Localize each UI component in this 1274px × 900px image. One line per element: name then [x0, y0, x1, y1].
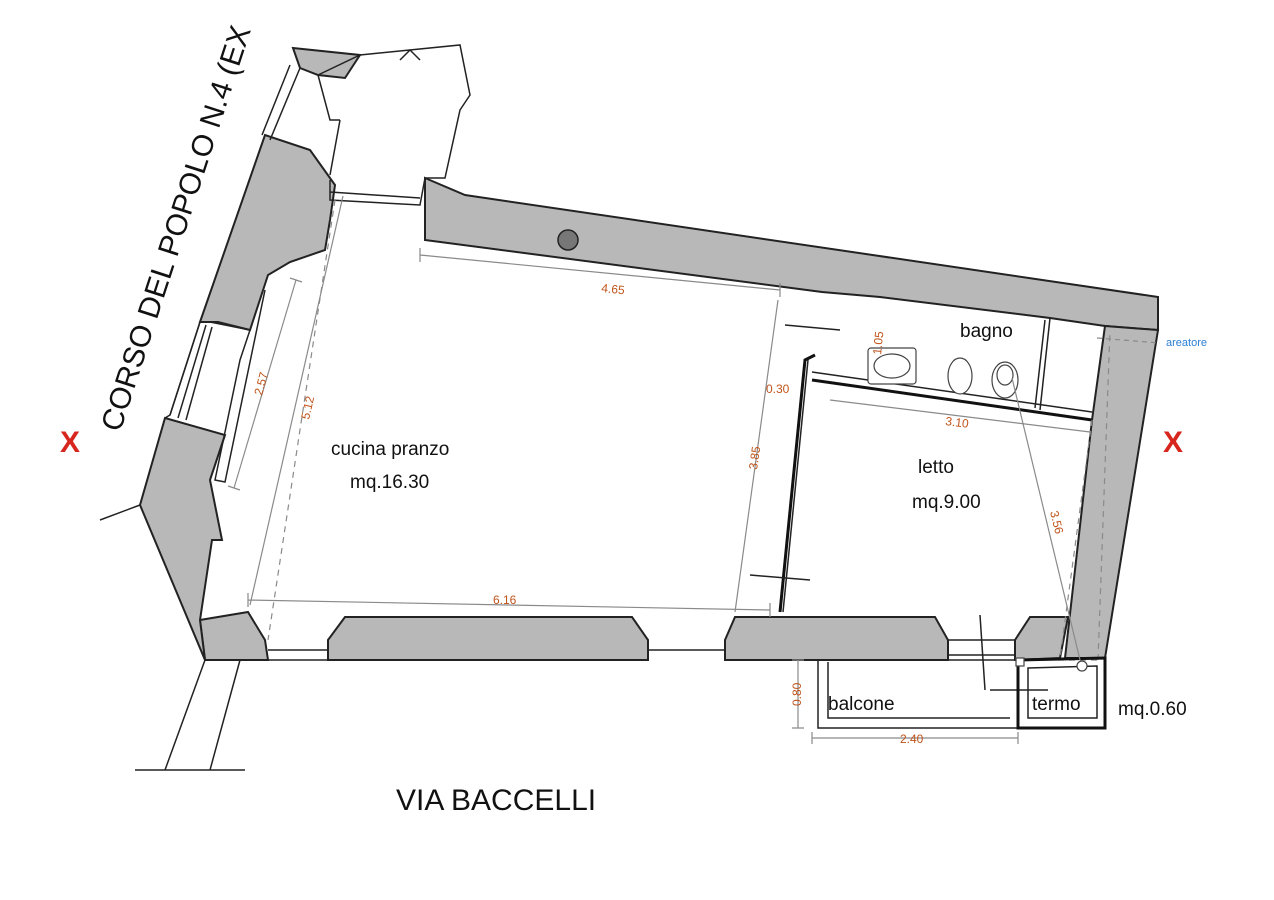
- wall-bottom-right: [724, 616, 949, 661]
- wall-left-lower: [138, 416, 227, 661]
- dim-512-line: [249, 195, 344, 606]
- dim-240: 2.40: [900, 732, 924, 746]
- wall-partition-inner: [782, 359, 809, 613]
- dim-105: 1.05: [870, 330, 886, 355]
- marker-left: X: [60, 426, 80, 459]
- wall-bottom-left: [198, 610, 270, 661]
- wall-bottom-center: [327, 616, 649, 661]
- dim-257: 2.57: [251, 370, 271, 396]
- boiler-inner: [1027, 665, 1098, 719]
- wall-left-middle: [198, 133, 337, 332]
- outline-top-extension: [261, 44, 471, 179]
- wall-partition: [778, 353, 816, 613]
- dim-240-line: [811, 732, 1019, 744]
- door-lines: [749, 324, 1048, 691]
- dim-080: 0.80: [790, 682, 804, 706]
- room-kitchen-area: mq.16.30: [350, 472, 429, 493]
- room-boiler-name: termo: [1032, 694, 1081, 715]
- dim-356: 3.56: [1047, 509, 1066, 535]
- dim-512: 5.12: [298, 394, 317, 420]
- aerator-label: areatore: [1166, 337, 1207, 349]
- boiler-outline: [1016, 656, 1107, 730]
- dim-080-line: [792, 659, 804, 729]
- dashed-lines: [267, 199, 1111, 661]
- wall-bath-bottom-inner: [811, 371, 1093, 413]
- room-bedroom-area: mq.9.00: [912, 492, 981, 513]
- toilet-seat-icon: [996, 364, 1014, 386]
- dim-465: 4.65: [601, 281, 626, 297]
- sink-basin-icon: [873, 353, 911, 379]
- wall-top: [424, 176, 1159, 332]
- outline-street-left: [135, 659, 245, 771]
- dim-616: 6.16: [493, 593, 517, 607]
- wall-bath-bottom: [811, 378, 1093, 422]
- room-bedroom-name: letto: [918, 457, 954, 478]
- room-balcony-name: balcone: [828, 694, 895, 715]
- boiler-column-marker: [1015, 657, 1025, 667]
- dim-030: 0.30: [766, 382, 790, 396]
- dim-616-line: [247, 593, 771, 617]
- dim-310: 3.10: [945, 414, 970, 431]
- dim-385: 3.85: [746, 445, 763, 470]
- street-bottom: VIA BACCELLI: [396, 784, 596, 817]
- dim-257-line: [227, 277, 303, 491]
- room-bathroom-name: bagno: [960, 321, 1013, 342]
- aerator-leader: [1096, 337, 1161, 344]
- bidet-icon: [947, 357, 973, 395]
- outline-window-left: [169, 177, 426, 483]
- dim-465-line: [419, 248, 781, 297]
- room-boiler-area: mq.0.60: [1118, 699, 1187, 720]
- dim-310-line: [829, 399, 1091, 433]
- dim-385-line: [734, 299, 779, 613]
- boiler-icon: [1076, 660, 1088, 672]
- marker-right: X: [1163, 426, 1183, 459]
- wall-bath-divider: [1034, 317, 1051, 411]
- dim-356-line: [1011, 377, 1081, 661]
- room-kitchen-name: cucina pranzo: [331, 439, 449, 460]
- wall-right: [1063, 324, 1160, 659]
- flue-icon: [557, 229, 579, 251]
- wall-left-upper: [291, 46, 362, 80]
